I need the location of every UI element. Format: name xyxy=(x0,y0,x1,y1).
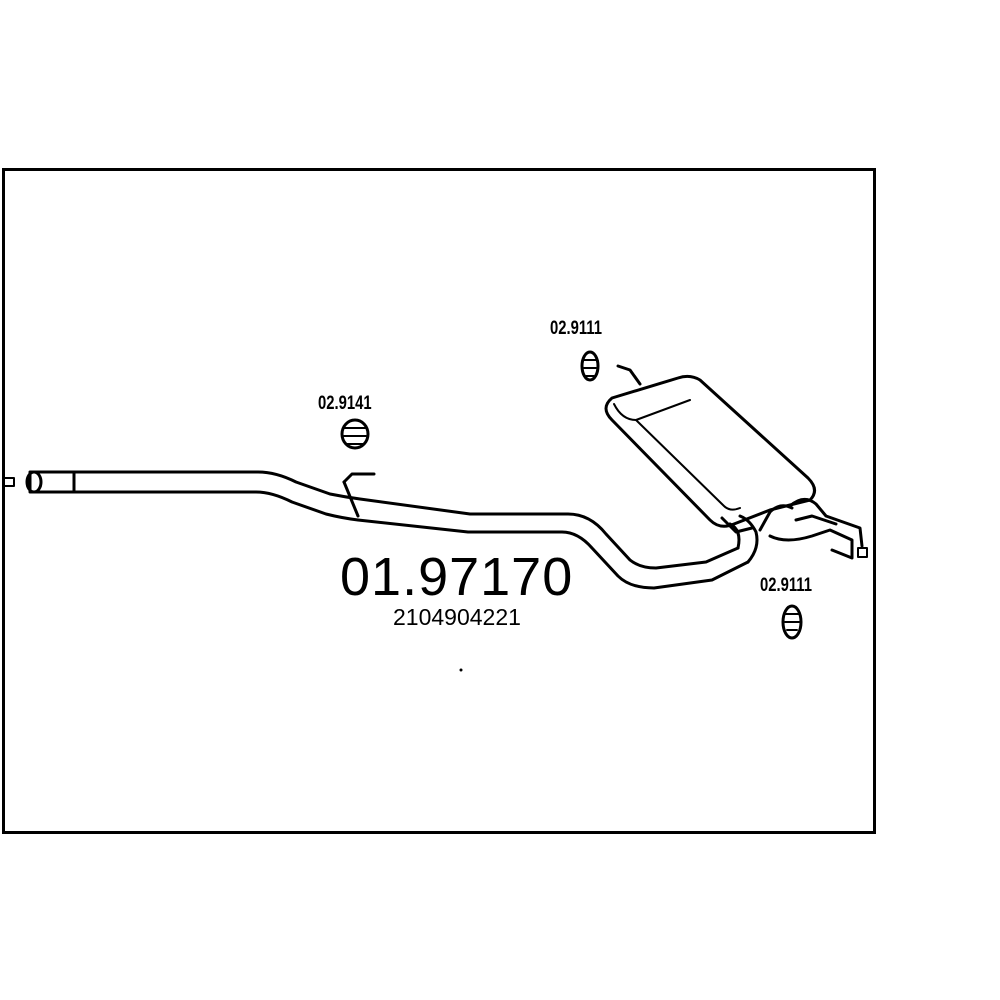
tailpipes xyxy=(758,498,868,560)
diagram-frame xyxy=(2,168,876,834)
rubber-mount-icon xyxy=(580,350,600,382)
pipe-inlet-end-icon xyxy=(25,470,76,494)
part-number: 01.97170 xyxy=(340,547,574,607)
silencer-hook xyxy=(616,364,642,386)
pipe-hanger-bracket xyxy=(342,472,376,518)
mount-code-label: 02.9111 xyxy=(760,575,812,596)
rubber-mount-icon xyxy=(340,418,370,450)
mount-code-label: 02.9111 xyxy=(550,318,602,339)
rear-silencer xyxy=(604,374,816,528)
stray-dot xyxy=(459,668,463,672)
mount-code-label: 02.9141 xyxy=(318,393,372,414)
silencer-inlet-tube xyxy=(720,514,759,564)
oem-number: 2104904221 xyxy=(393,604,521,630)
exhaust-pipe xyxy=(72,470,750,590)
rubber-mount-icon xyxy=(781,604,803,640)
inlet-stub xyxy=(3,477,15,487)
